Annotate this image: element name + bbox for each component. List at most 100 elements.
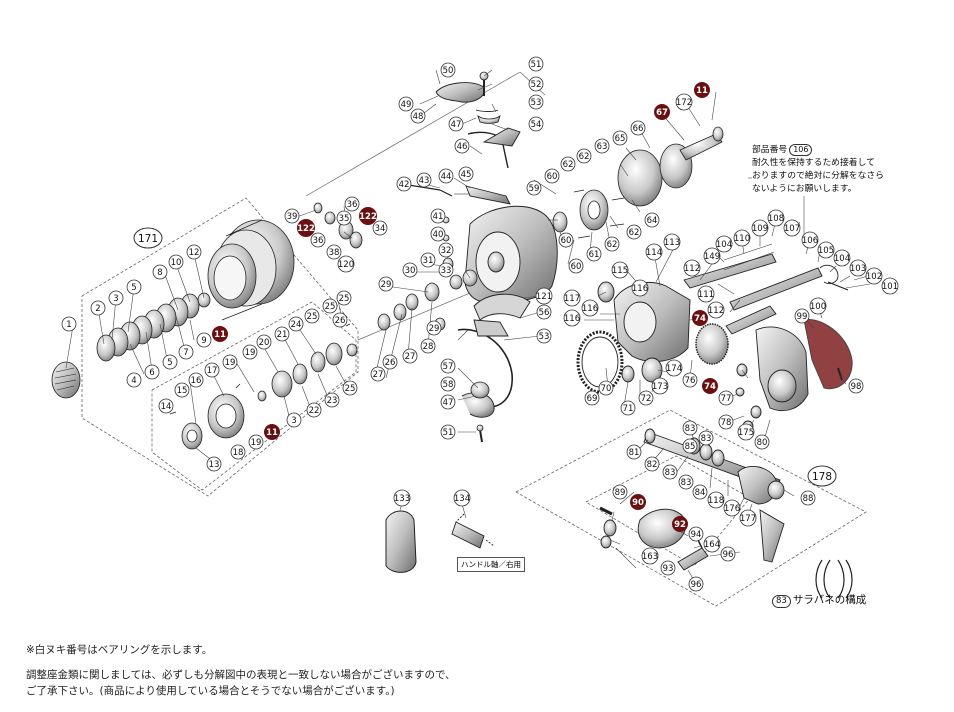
callout-12-label: 12 [189, 248, 200, 258]
callout-176-label: 176 [724, 504, 740, 514]
callout-102-label: 102 [866, 272, 882, 282]
bearing-callout-122b: 122 [359, 207, 377, 225]
bearing-callout-122a: 122 [297, 219, 315, 237]
callout-83a-label: 83 [685, 424, 696, 434]
callout-115: 115 [611, 261, 629, 279]
callout-121-label: 121 [536, 292, 552, 302]
callout-60c-label: 60 [561, 236, 572, 246]
callout-19b: 19 [242, 344, 258, 360]
warning-line-3: ないようにお願いします。 [752, 184, 857, 194]
disclaimer-line-1: 調整座金類に関しましては、必ずしも分解図中の表現と一致しない場合がございますので… [26, 669, 456, 681]
bearing-callout-11b: 11 [264, 424, 280, 440]
callout-44: 44 [438, 168, 454, 184]
callout-33-label: 33 [441, 266, 452, 276]
callout-58-label: 58 [443, 380, 454, 390]
callout-6-label: 6 [149, 368, 154, 378]
callout-82: 82 [644, 456, 660, 472]
callout-82-label: 82 [647, 460, 658, 470]
callout-64: 64 [644, 212, 660, 228]
callout-5b-label: 5 [167, 358, 172, 368]
callout-72: 72 [638, 390, 654, 406]
spring-legend-part-number: 83 [772, 595, 791, 608]
callout-27b-label: 27 [405, 352, 416, 362]
callout-18: 18 [230, 444, 246, 460]
bearing-callout-67-label: 67 [656, 108, 668, 118]
callout-133: 133 [393, 489, 411, 507]
callout-99: 99 [794, 308, 810, 324]
callout-80: 80 [754, 434, 770, 450]
callout-39: 39 [284, 208, 300, 224]
handle-shaft-134 [451, 513, 495, 549]
callout-116b: 116 [581, 299, 599, 317]
callout-149: 149 [703, 247, 721, 265]
callout-13: 13 [206, 456, 222, 472]
callout-100-label: 100 [810, 302, 826, 312]
callout-8: 8 [152, 264, 168, 280]
callout-173-label: 173 [652, 382, 668, 392]
callout-133-label: 133 [394, 494, 410, 504]
callout-47b-label: 47 [443, 398, 454, 408]
callout-27a-label: 27 [373, 370, 384, 380]
handle-shaft-label: ハンドル軸／右用 [457, 557, 525, 572]
callout-29a-label: 29 [381, 280, 392, 290]
callout-46-label: 46 [457, 142, 468, 152]
bearing-callout-122b-label: 122 [359, 212, 377, 222]
callout-18-label: 18 [233, 448, 244, 458]
callout-112b: 112 [707, 301, 725, 319]
warning-prefix: 部品番号 [752, 145, 788, 155]
callout-47b: 47 [440, 394, 456, 410]
callout-43: 43 [416, 172, 432, 188]
callout-30: 30 [402, 262, 418, 278]
callout-172-label: 172 [676, 98, 692, 108]
callout-121: 121 [535, 287, 553, 305]
callout-109: 109 [751, 219, 769, 237]
callout-27b: 27 [402, 348, 418, 364]
callout-109-label: 109 [752, 224, 768, 234]
callout-31: 31 [420, 252, 436, 268]
callout-83c-label: 83 [665, 468, 676, 478]
handle-knob-133 [385, 510, 417, 573]
callout-118: 118 [707, 491, 725, 509]
callout-104a: 104 [715, 235, 733, 253]
callout-62a: 62 [560, 156, 576, 172]
callout-49: 49 [398, 96, 414, 112]
callout-163: 163 [641, 547, 659, 565]
callout-110: 110 [733, 229, 751, 247]
callout-7-label: 7 [183, 348, 188, 358]
callout-103-label: 103 [850, 264, 866, 274]
callout-34: 34 [372, 220, 388, 236]
callout-102: 102 [865, 267, 883, 285]
callout-60c: 60 [558, 232, 574, 248]
callout-17: 17 [204, 362, 220, 378]
callout-96a: 96 [720, 546, 736, 562]
callout-1-label: 1 [66, 320, 71, 330]
callout-101-label: 101 [882, 282, 898, 292]
callout-23: 23 [324, 392, 340, 408]
callout-41-label: 41 [433, 212, 444, 222]
callout-106: 106 [801, 231, 819, 249]
callout-78: 78 [718, 414, 734, 430]
callout-96a-label: 96 [723, 550, 734, 560]
spool-front-assembly [169, 317, 358, 450]
callout-7: 7 [178, 344, 194, 360]
callout-25a: 25 [304, 308, 320, 324]
callout-98-label: 98 [851, 382, 862, 392]
callout-29b: 29 [426, 320, 442, 336]
callout-50: 50 [440, 62, 456, 78]
callout-53a: 53 [528, 94, 544, 110]
callout-38: 38 [326, 244, 342, 260]
callout-17-label: 17 [207, 366, 218, 376]
callout-83c: 83 [662, 464, 678, 480]
callout-77: 77 [718, 390, 734, 406]
callout-40-label: 40 [433, 230, 444, 240]
callout-26: 26 [332, 312, 348, 328]
callout-65: 65 [612, 130, 628, 146]
line-roller-parts [552, 126, 724, 239]
callout-60a-label: 60 [547, 172, 558, 182]
callout-52: 52 [528, 76, 544, 92]
callout-60b: 60 [568, 258, 584, 274]
callout-105: 105 [817, 241, 835, 259]
callout-175: 175 [737, 423, 755, 441]
callout-120-label: 120 [338, 260, 354, 270]
gearbox-body [576, 243, 849, 394]
